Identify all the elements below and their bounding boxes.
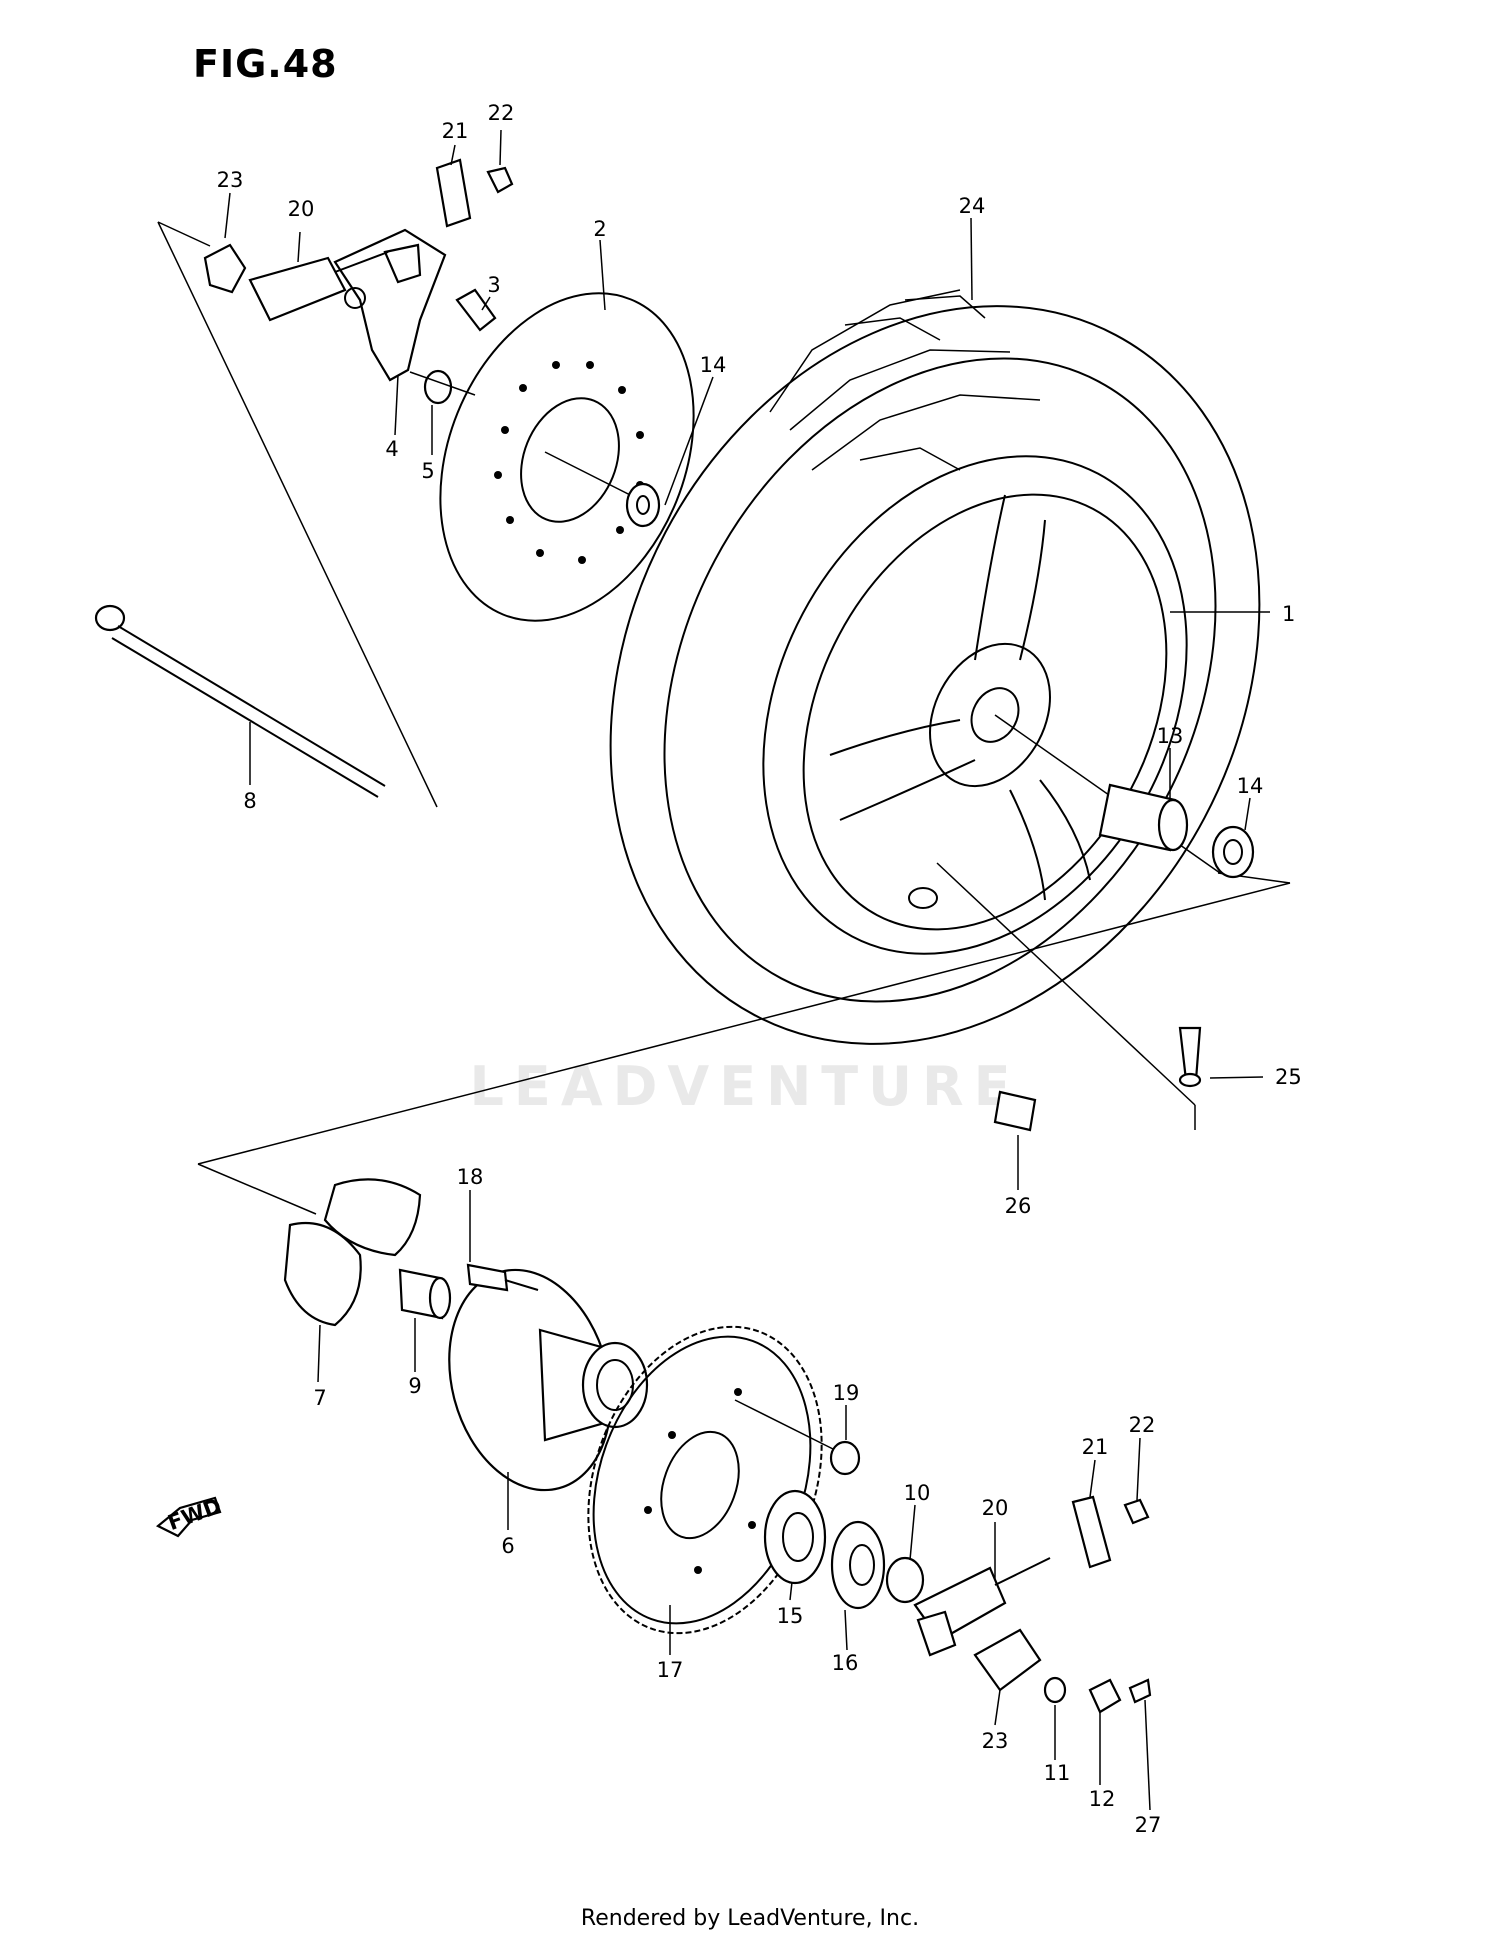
callout-19: 19 (833, 1381, 860, 1405)
callout-24: 24 (959, 194, 986, 218)
callout-18: 18 (457, 1165, 484, 1189)
callout-4: 4 (385, 437, 398, 461)
callout-27: 27 (1135, 1813, 1162, 1837)
rim (762, 455, 1221, 955)
figure-title: FIG.48 (193, 42, 338, 86)
callout-22a: 22 (488, 101, 515, 125)
footer-credit: Rendered by LeadVenture, Inc. (580, 1906, 920, 1931)
fwd-direction-arrow: FWD (155, 1494, 225, 1538)
callout-21b: 21 (1082, 1435, 1109, 1459)
callout-2: 2 (593, 217, 606, 241)
callout-numbers: 1 2 3 4 5 7 8 9 6 10 11 12 13 14 14 15 1… (217, 101, 1302, 1837)
callout-10: 10 (904, 1481, 931, 1505)
callout-17: 17 (657, 1658, 684, 1682)
caliper-bracket-group (333, 228, 497, 405)
guide-lines-upper-left (157, 221, 438, 808)
callout-1: 1 (1282, 602, 1295, 626)
bearing-disc-side (625, 482, 661, 528)
guide-lines-lower (197, 862, 1291, 1215)
callout-26: 26 (1005, 1194, 1032, 1218)
callout-16: 16 (832, 1651, 859, 1675)
callout-6: 6 (501, 1534, 514, 1558)
callout-25: 25 (1275, 1065, 1302, 1089)
chain-adjuster-left-group (203, 158, 514, 322)
hub-bearing-seal (763, 1489, 925, 1610)
drum-spacer (398, 1268, 452, 1320)
fwd-arrow-label: FWD (165, 1494, 225, 1535)
callout-20a: 20 (288, 197, 315, 221)
callout-14b: 14 (1237, 774, 1264, 798)
watermark-text: LEADVENTURE (470, 1055, 1021, 1118)
callout-5: 5 (421, 459, 434, 483)
brake-disc (439, 292, 695, 622)
callout-20b: 20 (982, 1496, 1009, 1520)
wheel-spacer (1098, 783, 1255, 879)
cush-damper (283, 1178, 422, 1327)
callout-22b: 22 (1129, 1413, 1156, 1437)
callout-8: 8 (243, 789, 256, 813)
callout-15: 15 (777, 1604, 804, 1628)
wheel-assembly (609, 289, 1261, 1045)
callout-11: 11 (1044, 1761, 1071, 1785)
sprocket-drum (448, 1263, 649, 1492)
callout-23b: 23 (982, 1729, 1009, 1753)
callout-14a: 14 (700, 353, 727, 377)
callout-21a: 21 (442, 119, 469, 143)
callout-7: 7 (313, 1386, 326, 1410)
callout-12: 12 (1089, 1787, 1116, 1811)
chain-adjuster-right-group (913, 1495, 1152, 1714)
callout-leaders (224, 129, 1270, 1811)
tire (609, 289, 1261, 1045)
callout-9: 9 (408, 1374, 421, 1398)
callout-3: 3 (487, 273, 500, 297)
balancer-weight (993, 1090, 1037, 1132)
rear-axle (94, 604, 386, 798)
tire-valve (1178, 1026, 1202, 1088)
callout-13: 13 (1157, 724, 1184, 748)
callout-23a: 23 (217, 168, 244, 192)
